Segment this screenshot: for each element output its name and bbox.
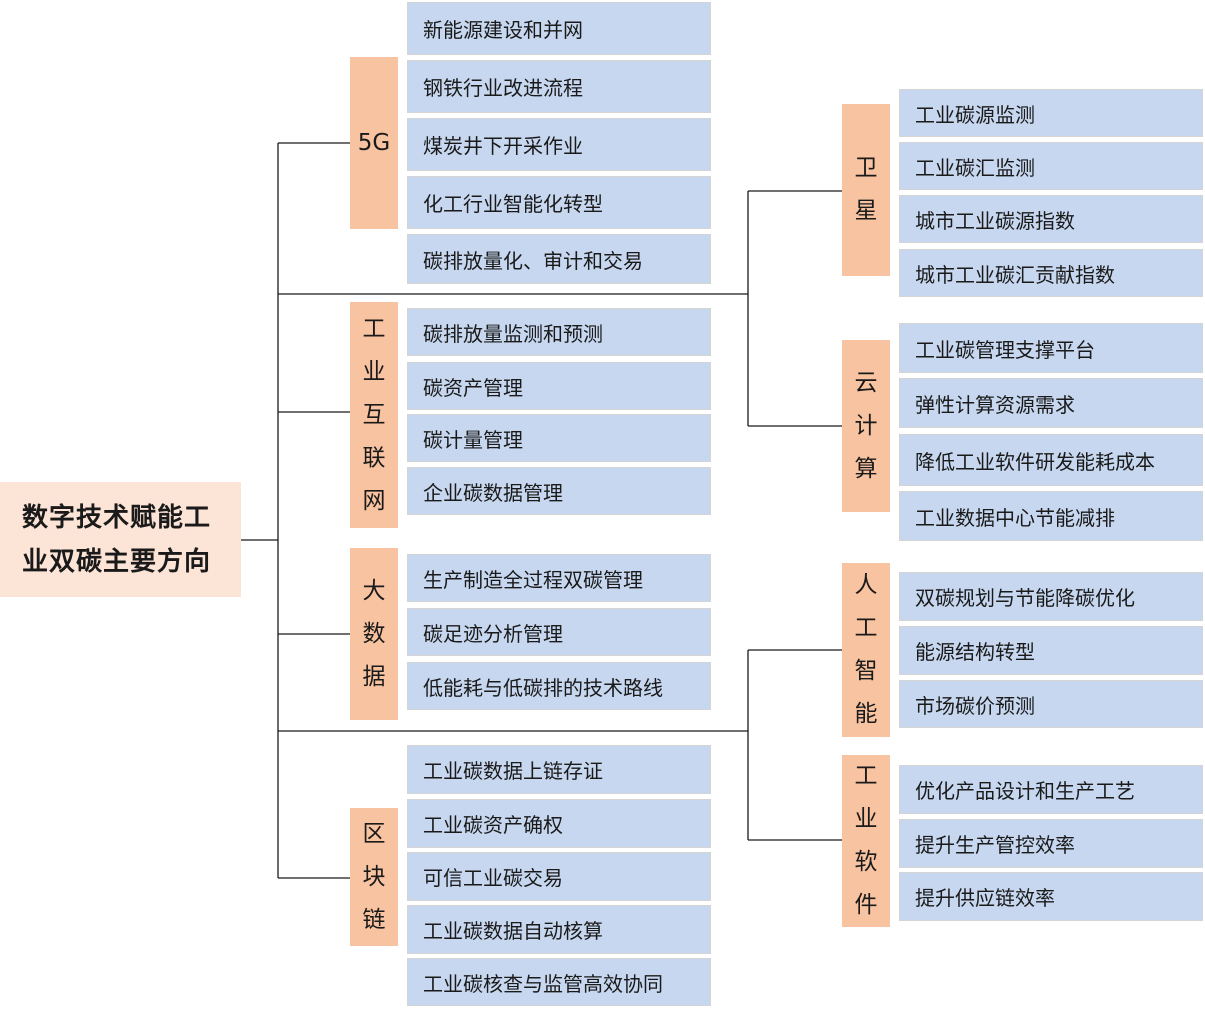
category-big-data: 大 数 据 — [350, 548, 398, 720]
item-satellite-2: 工业碳汇监测 — [899, 142, 1203, 190]
category-char: 件 — [854, 892, 878, 918]
category-char: 5G — [357, 129, 391, 156]
item-5g-1: 新能源建设和并网 — [407, 2, 711, 55]
category-ai: 人 工 智 能 — [842, 563, 890, 737]
item-5g-4: 化工行业智能化转型 — [407, 176, 711, 229]
item-cloud-2: 弹性计算资源需求 — [899, 378, 1203, 428]
category-char: 数 — [362, 620, 386, 647]
category-char: 区 — [362, 820, 386, 847]
category-char: 软 — [854, 849, 878, 875]
category-char: 块 — [362, 863, 386, 890]
item-blockchain-3: 可信工业碳交易 — [407, 852, 711, 901]
item-internet-4: 企业碳数据管理 — [407, 467, 711, 515]
category-char: 星 — [854, 198, 878, 224]
root-title-line-1: 数字技术赋能工 — [22, 502, 212, 533]
item-satellite-3: 城市工业碳源指数 — [899, 195, 1203, 243]
item-blockchain-1: 工业碳数据上链存证 — [407, 745, 711, 794]
item-software-3: 提升供应链效率 — [899, 872, 1203, 921]
category-char: 工 — [362, 315, 386, 342]
category-char: 人 — [854, 572, 878, 598]
category-char: 工 — [854, 763, 878, 789]
item-blockchain-2: 工业碳资产确权 — [407, 799, 711, 848]
item-blockchain-4: 工业碳数据自动核算 — [407, 905, 711, 954]
item-bigdata-3: 低能耗与低碳排的技术路线 — [407, 662, 711, 710]
category-satellite: 卫 星 — [842, 104, 890, 276]
category-char: 算 — [854, 455, 878, 482]
category-char: 能 — [854, 701, 878, 727]
category-char: 互 — [362, 401, 386, 428]
category-char: 联 — [362, 444, 386, 471]
item-blockchain-5: 工业碳核查与监管高效协同 — [407, 958, 711, 1006]
item-software-2: 提升生产管控效率 — [899, 819, 1203, 868]
category-char: 网 — [362, 487, 386, 514]
root-node: 数字技术赋能工 业双碳主要方向 — [0, 482, 241, 597]
category-char: 据 — [362, 663, 386, 690]
category-industrial-internet: 工 业 互 联 网 — [350, 302, 398, 528]
category-char: 智 — [854, 658, 878, 684]
category-char: 业 — [362, 358, 386, 385]
category-char: 工 — [854, 615, 878, 641]
category-char: 业 — [854, 806, 878, 832]
category-char: 卫 — [854, 155, 878, 181]
category-5g: 5G — [350, 57, 398, 229]
item-5g-3: 煤炭井下开采作业 — [407, 118, 711, 171]
category-char: 云 — [854, 369, 878, 396]
item-internet-3: 碳计量管理 — [407, 414, 711, 462]
category-char: 大 — [362, 577, 386, 604]
item-bigdata-1: 生产制造全过程双碳管理 — [407, 554, 711, 602]
item-5g-2: 钢铁行业改进流程 — [407, 60, 711, 113]
item-satellite-4: 城市工业碳汇贡献指数 — [899, 249, 1203, 297]
item-software-1: 优化产品设计和生产工艺 — [899, 765, 1203, 814]
item-satellite-1: 工业碳源监测 — [899, 89, 1203, 137]
category-char: 计 — [854, 412, 878, 439]
item-ai-1: 双碳规划与节能降碳优化 — [899, 572, 1203, 621]
item-cloud-3: 降低工业软件研发能耗成本 — [899, 434, 1203, 486]
item-cloud-1: 工业碳管理支撑平台 — [899, 323, 1203, 373]
item-ai-2: 能源结构转型 — [899, 626, 1203, 675]
item-internet-1: 碳排放量监测和预测 — [407, 308, 711, 356]
item-ai-3: 市场碳价预测 — [899, 680, 1203, 728]
category-blockchain: 区 块 链 — [350, 808, 398, 946]
category-char: 链 — [362, 906, 386, 933]
item-5g-5: 碳排放量化、审计和交易 — [407, 234, 711, 284]
item-bigdata-2: 碳足迹分析管理 — [407, 608, 711, 656]
category-cloud-computing: 云 计 算 — [842, 340, 890, 512]
root-title-line-2: 业双碳主要方向 — [22, 546, 212, 577]
category-industrial-software: 工 业 软 件 — [842, 755, 890, 927]
item-internet-2: 碳资产管理 — [407, 362, 711, 410]
item-cloud-4: 工业数据中心节能减排 — [899, 491, 1203, 541]
